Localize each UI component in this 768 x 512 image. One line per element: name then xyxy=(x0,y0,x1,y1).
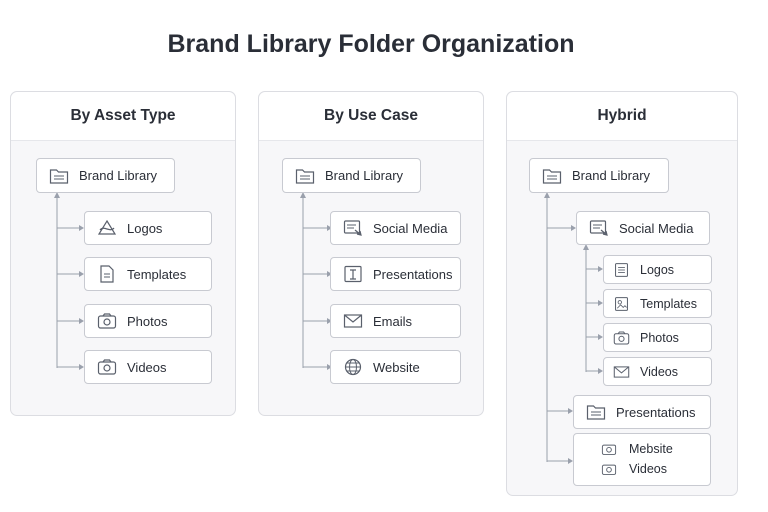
panel-heading: By Use Case xyxy=(259,92,483,141)
folder-presentations[interactable]: Presentations xyxy=(573,395,711,429)
node-label: Videos xyxy=(127,359,167,375)
stack-item-label: Mebsite xyxy=(629,442,673,456)
node-label: Templates xyxy=(127,266,187,282)
stack-item-website[interactable]: Mebsite xyxy=(587,442,673,456)
node-label: Website xyxy=(373,359,420,375)
stack-item-videos[interactable]: Videos xyxy=(587,462,667,476)
panel-heading: Hybrid xyxy=(507,92,737,141)
page-title: Brand Library Folder Organization xyxy=(167,30,575,58)
root-folder-brand-library[interactable]: Brand Library xyxy=(529,158,669,193)
globe-icon xyxy=(343,358,363,376)
node-label: Social Media xyxy=(373,220,448,236)
node-label: Brand Library xyxy=(572,168,651,183)
camera-icon xyxy=(599,442,619,456)
node-label: Logos xyxy=(127,220,163,236)
panel-hybrid: Hybrid Brand Library xyxy=(506,91,738,496)
node-label: Photos xyxy=(127,313,168,329)
stack-item-label: Videos xyxy=(629,462,667,476)
node-label: Templates xyxy=(640,296,697,311)
folder-photos[interactable]: Photos xyxy=(84,304,212,338)
social-media-icon xyxy=(343,219,363,237)
node-label: Photos xyxy=(640,330,679,345)
root-folder-brand-library[interactable]: Brand Library xyxy=(36,158,175,193)
folder-icon xyxy=(542,167,562,185)
document-icon xyxy=(613,262,630,278)
node-label: Social Media xyxy=(619,220,694,236)
node-label: Brand Library xyxy=(79,168,158,183)
folder-presentations[interactable]: Presentations xyxy=(330,257,461,291)
folder-templates[interactable]: Templates xyxy=(84,257,212,291)
panel-heading: By Asset Type xyxy=(11,92,235,141)
folder-logos[interactable]: Logos xyxy=(603,255,712,284)
folder-website[interactable]: Website xyxy=(330,350,461,384)
folder-emails[interactable]: Emails xyxy=(330,304,461,338)
folder-photos[interactable]: Photos xyxy=(603,323,712,352)
presentation-icon xyxy=(343,265,363,283)
camera-icon xyxy=(97,358,117,376)
document-icon xyxy=(97,265,117,283)
node-label: Logos xyxy=(640,262,675,277)
folder-social-media[interactable]: Social Media xyxy=(576,211,710,245)
folder-icon xyxy=(49,167,69,185)
folder-icon xyxy=(586,403,606,421)
logo-icon xyxy=(97,219,117,237)
node-label: Videos xyxy=(640,364,678,379)
template-icon xyxy=(613,296,630,312)
folder-stack[interactable]: Mebsite Videos xyxy=(573,433,711,486)
node-label: Brand Library xyxy=(325,168,404,183)
root-folder-brand-library[interactable]: Brand Library xyxy=(282,158,421,193)
social-media-icon xyxy=(589,219,609,237)
folder-templates[interactable]: Templates xyxy=(603,289,712,318)
node-label: Presentations xyxy=(616,404,696,420)
mail-icon xyxy=(613,364,630,380)
folder-icon xyxy=(295,167,315,185)
folder-logos[interactable]: Logos xyxy=(84,211,212,245)
mail-icon xyxy=(343,312,363,330)
folder-social-media[interactable]: Social Media xyxy=(330,211,461,245)
panel-by-asset-type: By Asset Type Brand Library Logos Templa… xyxy=(10,91,236,416)
folder-videos[interactable]: Videos xyxy=(603,357,712,386)
camera-icon xyxy=(97,312,117,330)
node-label: Emails xyxy=(373,313,413,329)
panel-by-use-case: By Use Case Brand Library Social Media P… xyxy=(258,91,484,416)
node-label: Presentations xyxy=(373,266,453,282)
camera-icon xyxy=(599,462,619,476)
folder-videos[interactable]: Videos xyxy=(84,350,212,384)
camera-icon xyxy=(613,330,630,346)
